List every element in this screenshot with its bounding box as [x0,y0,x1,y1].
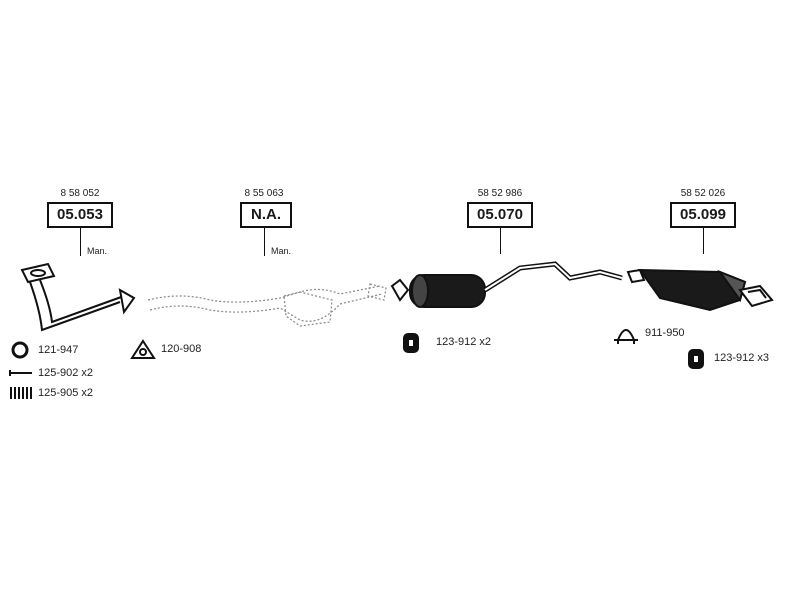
triangle-gasket-label: 120-908 [161,343,202,355]
front-pipe-drawing [20,262,136,332]
spring-icon [10,387,32,399]
rubber-mount-rear-label: 123-912 x3 [714,352,770,364]
leader-line [703,228,704,254]
rubber-mount-rear-icon [688,349,704,369]
clamp-icon [614,329,638,344]
rubber-mount-mid-icon [403,333,419,353]
clamp-label: 911-950 [645,327,685,339]
part-number-box: 05.099 [670,202,736,228]
bolt-icon [9,370,32,376]
catalyst-drawing [147,283,387,327]
oem-number: 58 52 986 [477,188,523,199]
oem-number: 8 58 052 [60,188,100,199]
spring-label: 125-905 x2 [38,387,94,399]
part-number-box: 05.070 [467,202,533,228]
manual-note: Man. [271,246,292,256]
part-number-box: 05.053 [47,202,113,228]
triangle-gasket-icon [130,339,156,359]
middle-silencer-drawing [390,261,623,308]
leader-line [264,228,265,256]
rear-silencer-drawing [626,268,774,312]
rubber-mount-mid-label: 123-912 x2 [436,336,492,348]
manual-note: Man. [87,246,108,256]
gasket-ring-icon [11,341,29,359]
leader-line [80,228,81,256]
leader-line [500,228,501,254]
part-number-box: N.A. [240,202,292,228]
oem-number: 58 52 026 [680,188,726,199]
oem-number: 8 55 063 [244,188,284,199]
bolt-label: 125-902 x2 [38,367,94,379]
gasket-ring-label: 121-947 [38,344,79,356]
